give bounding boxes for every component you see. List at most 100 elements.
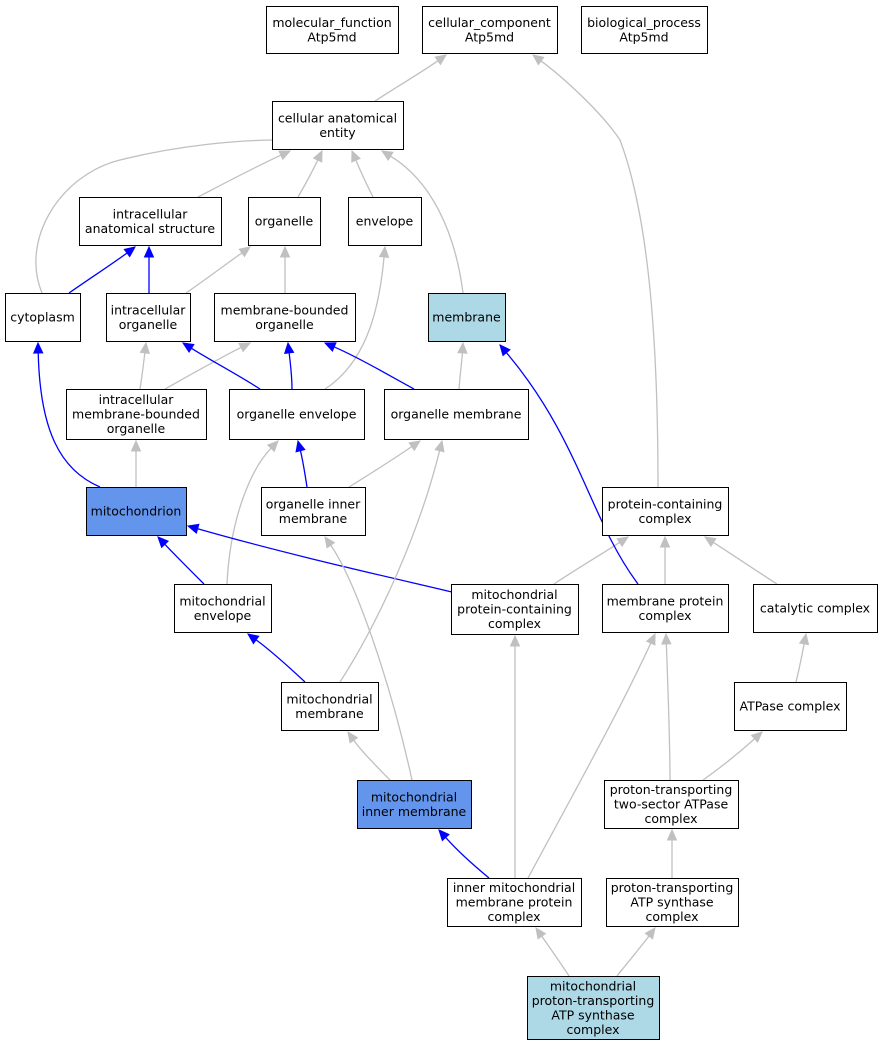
edge-line	[35, 139, 279, 294]
edge-mitochondrial-inner-membrane-to-organelle-inner-membrane	[324, 536, 413, 781]
node-box[interactable]	[266, 6, 399, 54]
node-label-line: cytoplasm	[10, 310, 75, 325]
node-label-line: complex	[639, 608, 692, 623]
edge-arrowhead	[238, 246, 251, 258]
node-label-line: mitochondrial	[179, 593, 265, 608]
node-box[interactable]	[753, 584, 878, 633]
node-box[interactable]	[174, 584, 272, 633]
node-label-line: membrane	[295, 706, 364, 721]
node-box[interactable]	[451, 584, 579, 635]
node-box[interactable]	[281, 682, 379, 731]
edge-arrowhead	[408, 440, 422, 452]
edge-organelle-envelope-to-envelope	[324, 245, 390, 390]
node-label-line: complex	[488, 909, 541, 924]
node-organelle[interactable]: organelle	[248, 197, 321, 246]
edge-intracellular-organelle-to-organelle	[185, 246, 251, 294]
node-box[interactable]	[106, 293, 191, 342]
node-box[interactable]	[261, 487, 366, 536]
edge-arrowhead	[143, 245, 155, 258]
node-box[interactable]	[272, 101, 404, 150]
edge-proton-transporting-two-sector-atpase-complex-to-membrane-protein-complex	[661, 632, 672, 781]
node-box[interactable]	[229, 389, 365, 440]
edge-line	[330, 544, 413, 781]
edge-intracellular-membrane-bounded-organelle-to-membrane-bounded-organelle	[164, 342, 252, 390]
node-box[interactable]	[86, 487, 187, 536]
node-box[interactable]	[604, 780, 739, 829]
edge-mitochondrial-proton-transporting-atp-synthase-complex-to-inner-mitochondrial-membrane-protein-complex	[535, 927, 570, 977]
node-label-line: biological_process	[587, 15, 701, 30]
node-box[interactable]	[602, 487, 729, 536]
node-box[interactable]	[428, 293, 506, 342]
node-box[interactable]	[527, 976, 660, 1040]
node-box[interactable]	[384, 389, 529, 440]
edge-arrowhead	[295, 439, 306, 453]
node-cytoplasm[interactable]: cytoplasm	[5, 293, 81, 342]
edge-arrowhead	[661, 632, 672, 645]
edge-organelle-envelope-to-intracellular-organelle	[181, 342, 261, 390]
edge-arrowhead	[750, 731, 763, 743]
node-box[interactable]	[248, 197, 321, 246]
node-membrane[interactable]: membrane	[428, 293, 506, 342]
edge-mitochondrion-to-cytoplasm	[32, 341, 101, 488]
edge-membrane-to-cellular-anatomical-entity	[380, 150, 464, 294]
node-label-line: complex	[488, 616, 541, 631]
node-label-line: ATP synthase	[551, 1007, 635, 1022]
node-box[interactable]	[606, 878, 739, 927]
edge-organelle-to-cellular-anatomical-entity	[297, 149, 323, 198]
node-label-line: membrane-bounded	[72, 407, 200, 422]
node-label-line: organelle	[119, 317, 178, 332]
edge-proton-transporting-atp-synthase-complex-to-proton-transporting-two-sector-atpase-complex	[666, 828, 678, 878]
edge-arrowhead	[434, 439, 445, 453]
node-atpase-complex[interactable]: ATPase complex	[734, 682, 847, 731]
node-box[interactable]	[357, 780, 472, 829]
edge-line	[226, 447, 272, 585]
node-label-line: inner mitochondrial	[453, 880, 575, 895]
edge-line	[324, 256, 385, 390]
node-envelope[interactable]: envelope	[348, 197, 422, 246]
node-box[interactable]	[66, 389, 207, 440]
edge-intracellular-organelle-to-intracellular-anatomical-structure	[143, 245, 155, 294]
node-organelle-envelope[interactable]: organelle envelope	[229, 389, 365, 440]
node-box[interactable]	[734, 682, 847, 731]
edge-arrowhead	[616, 536, 630, 548]
edge-arrowhead	[324, 536, 336, 549]
node-box[interactable]	[602, 584, 729, 633]
node-box[interactable]	[5, 293, 81, 342]
edge-line	[458, 352, 464, 390]
node-box[interactable]	[447, 878, 582, 927]
node-organelle-membrane[interactable]: organelle membrane	[384, 389, 529, 440]
edge-line	[348, 446, 413, 488]
edge-arrowhead	[645, 632, 656, 646]
node-box[interactable]	[214, 293, 356, 342]
node-box[interactable]	[79, 197, 222, 246]
edge-arrowhead	[32, 341, 44, 354]
edge-membrane-protein-complex-to-protein-containing-complex	[659, 535, 671, 584]
node-catalytic-complex[interactable]: catalytic complex	[753, 584, 878, 633]
node-mitochondrion[interactable]: mitochondrion	[86, 487, 187, 536]
node-box[interactable]	[581, 6, 708, 54]
node-label-line: Atp5md	[307, 29, 356, 44]
node-box[interactable]	[422, 6, 558, 54]
node-label-line: membrane	[279, 511, 348, 526]
node-box[interactable]	[348, 197, 422, 246]
